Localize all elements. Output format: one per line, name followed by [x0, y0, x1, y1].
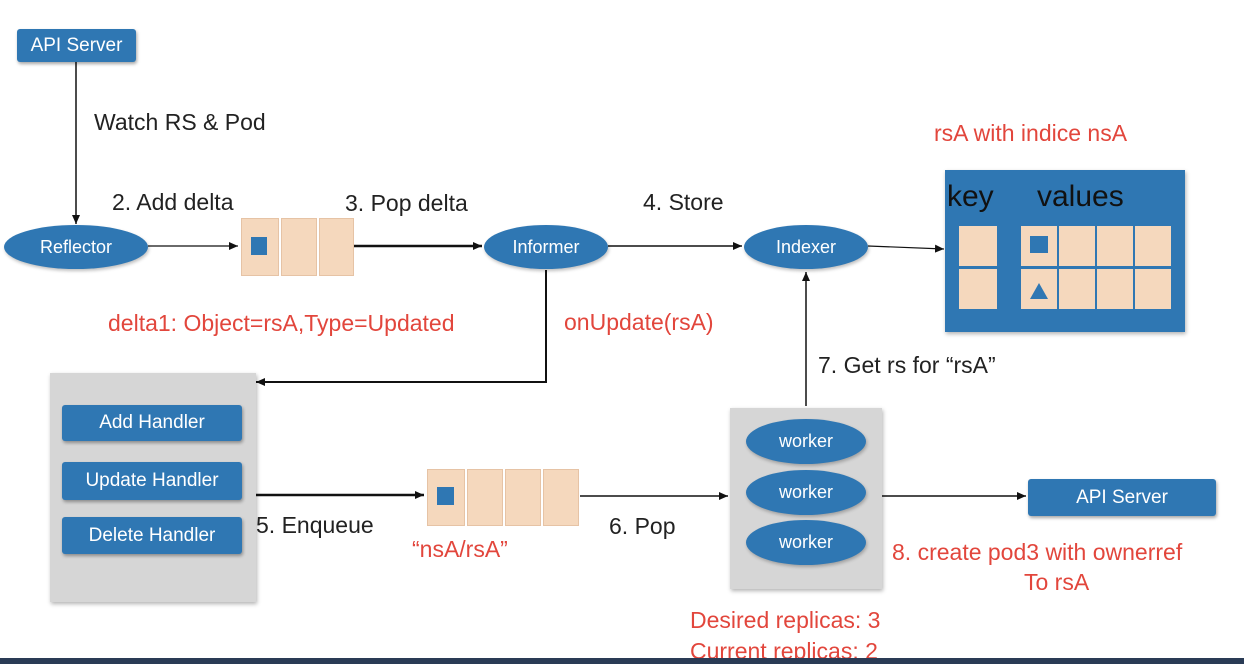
watch-label: Watch RS & Pod: [94, 109, 266, 135]
create-pod-owner-label: To rsA: [1024, 569, 1090, 595]
triangle-object-icon: [1030, 283, 1048, 299]
index-title: rsA with indice nsA: [934, 120, 1128, 146]
pop-label: 6. Pop: [609, 513, 676, 539]
indexer-node: Indexer: [744, 225, 868, 269]
index-value-cell: [1135, 269, 1171, 309]
index-value-cell: [1059, 269, 1095, 309]
index-key-header: key: [947, 180, 994, 213]
get-rs-label: 7. Get rs for “rsA”: [818, 352, 996, 378]
arrow-informer-to-handlers: [256, 270, 547, 386]
create-pod-label: 8. create pod3 with ownerref: [892, 539, 1183, 565]
add-handler: Add Handler: [62, 405, 242, 441]
update-handler: Update Handler: [62, 462, 242, 500]
enqueue-label: 5. Enqueue: [256, 512, 374, 538]
on-update-label: onUpdate(rsA): [564, 309, 714, 335]
delta-object-square: [251, 237, 267, 255]
index-value-cell: [1097, 226, 1133, 266]
workqueue-cell: [467, 469, 503, 526]
index-value-cell: [1059, 226, 1095, 266]
add-delta-label: 2. Add delta: [112, 189, 234, 215]
index-values-header: values: [1037, 180, 1124, 213]
pop-delta-label: 3. Pop delta: [345, 190, 468, 216]
queue-cell: [281, 218, 317, 276]
delta1-label: delta1: Object=rsA,Type=Updated: [108, 310, 455, 336]
queue-key-label: “nsA/rsA”: [412, 536, 508, 562]
worker-node: worker: [746, 470, 866, 515]
workqueue-item-square: [437, 487, 454, 505]
worker-node: worker: [746, 520, 866, 565]
index-value-cell: [1097, 269, 1133, 309]
desired-replicas-label: Desired replicas: 3: [690, 607, 881, 633]
delete-handler: Delete Handler: [62, 517, 242, 554]
worker-node: worker: [746, 419, 866, 464]
api-server-top-node: API Server: [17, 29, 136, 62]
store-label: 4. Store: [643, 189, 724, 215]
queue-cell: [319, 218, 354, 276]
reflector-node: Reflector: [4, 225, 148, 269]
index-key-cell: [959, 226, 997, 266]
api-server-right-node: API Server: [1028, 479, 1216, 516]
bottom-bar: [0, 658, 1244, 664]
workqueue-cell: [427, 469, 465, 526]
index-table: key values: [945, 170, 1185, 332]
arrow-indexer-to-index: [867, 244, 945, 253]
index-value-cell: [1135, 226, 1171, 266]
index-key-cell: [959, 269, 997, 309]
workqueue-cell: [543, 469, 579, 526]
square-object-icon: [1030, 236, 1048, 253]
informer-node: Informer: [484, 225, 608, 269]
workqueue-cell: [505, 469, 541, 526]
